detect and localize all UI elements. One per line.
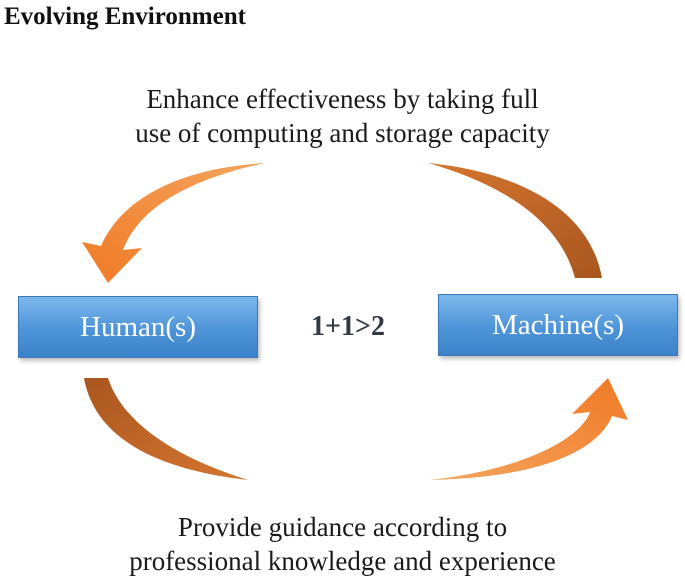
synergy-label: 1+1>2 (311, 311, 385, 342)
arrow-bottom-right (430, 378, 628, 480)
human-node: Human(s) (18, 296, 258, 358)
top-caption-line-1: Enhance effectiveness by taking full (146, 84, 539, 114)
bottom-caption-line-2: professional knowledge and experience (129, 546, 556, 576)
bottom-caption: Provide guidance according to profession… (0, 510, 685, 578)
top-caption: Enhance effectiveness by taking full use… (0, 82, 685, 150)
arrow-top-left (82, 163, 265, 283)
arrow-bottom-left (84, 378, 248, 480)
bottom-caption-line-1: Provide guidance according to (177, 512, 508, 542)
arrow-top-right (428, 163, 602, 278)
diagram-title: Evolving Environment (4, 3, 246, 30)
machine-node: Machine(s) (438, 294, 678, 356)
top-caption-line-2: use of computing and storage capacity (135, 118, 550, 148)
